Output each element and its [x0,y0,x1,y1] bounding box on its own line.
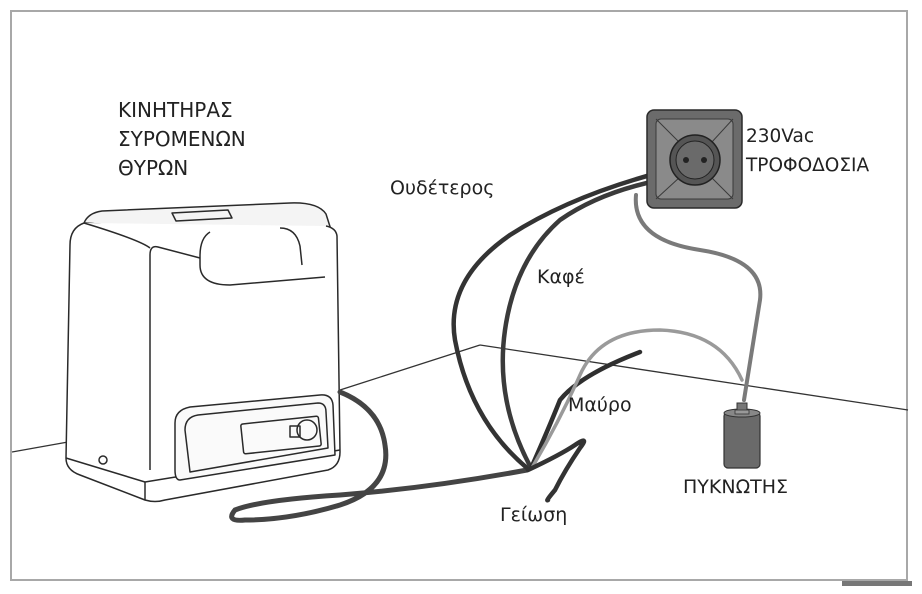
power-title: 230Vac ΤΡΟΦΟΔΟΣΙΑ [746,122,869,180]
motor-cable [229,389,530,523]
diagram-frame [10,10,908,581]
wire-bundle [451,162,763,503]
neutral-wire-label: Ουδέτερος [390,177,495,199]
motor-title-line2: ΣΥΡΟΜΕΝΩΝ [118,127,246,151]
brown-wire-label: Καφέ [537,266,585,288]
black-wire-label: Μαύρο [568,394,632,416]
motor-title: ΚΙΝΗΤΗΡΑΣ ΣΥΡΟΜΕΝΩΝ ΘΥΡΩΝ [118,96,246,183]
motor-title-line3: ΘΥΡΩΝ [118,156,189,180]
power-title-line2: ΤΡΟΦΟΔΟΣΙΑ [746,155,870,176]
corner-bar [842,581,912,586]
motor-unit-icon [65,202,341,503]
capacitor-icon [723,402,761,469]
capacitor-label: ΠΥΚΝΩΤΗΣ [683,476,788,498]
power-title-line1: 230Vac [746,126,815,147]
motor-title-line1: ΚΙΝΗΤΗΡΑΣ [118,98,233,122]
ground-wire-label: Γείωση [500,504,568,526]
power-socket-icon [646,109,743,209]
